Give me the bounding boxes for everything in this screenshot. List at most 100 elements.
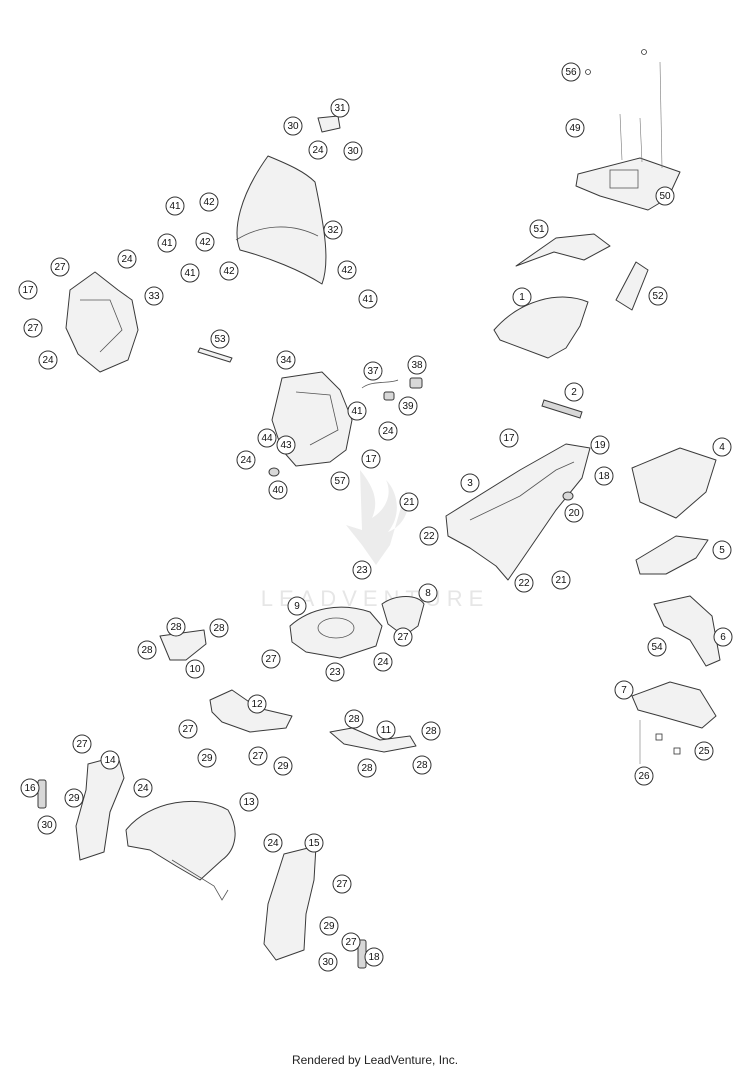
callout-circle [273,756,293,776]
bolt-3 [659,61,663,169]
callout-circle [614,680,634,700]
callout-label: 42 [199,237,211,248]
callout-17: 17 [18,280,38,300]
luggage-rack [575,157,681,211]
callout-circle [239,792,259,812]
callout-1: 1 [512,287,532,307]
callout-circle [512,287,532,307]
callout-24: 24 [378,421,398,441]
callout-label: 32 [327,225,339,236]
callout-24: 24 [263,833,283,853]
callout-circle [564,382,584,402]
callout-circle [72,734,92,754]
callout-39: 39 [398,396,418,416]
callout-circle [276,435,296,455]
callout-circle [330,471,350,491]
callout-label: 17 [22,285,34,296]
callout-10: 10 [185,659,205,679]
callout-label: 38 [411,360,423,371]
callout-4: 4 [712,437,732,457]
callout-7: 7 [614,680,634,700]
callout-circle [323,220,343,240]
callout-label: 11 [381,725,392,736]
callout-label: 30 [287,121,299,132]
callout-label: 10 [189,664,201,675]
callout-label: 24 [382,426,394,437]
callout-42: 42 [337,260,357,280]
callout-27: 27 [261,649,281,669]
callout-circle [304,833,324,853]
callout-21: 21 [399,492,419,512]
callout-circle [647,637,667,657]
callout-23: 23 [352,560,372,580]
footer-credit: Rendered by LeadVenture, Inc. [291,1053,459,1067]
callout-24: 24 [236,450,256,470]
callout-25: 25 [694,741,714,761]
callout-circle [287,596,307,616]
lower-bracket [631,681,717,729]
callout-label: 29 [323,921,335,932]
callout-label: 6 [720,632,726,643]
callout-circle [165,196,185,216]
rear-mudguard [445,443,591,581]
callout-circle [393,627,413,647]
wire [361,379,399,389]
callout-circle [499,428,519,448]
callout-24: 24 [117,249,137,269]
tail-bracket [635,535,709,575]
callout-41: 41 [347,401,367,421]
callout-24: 24 [308,140,328,160]
callout-label: 24 [240,455,252,466]
reflector-left [37,779,47,809]
callout-label: 37 [367,366,379,377]
callout-18: 18 [364,947,384,967]
grab-handle-right [615,261,649,311]
callout-label: 42 [341,265,353,276]
callout-circle [37,815,57,835]
callout-circle [529,219,549,239]
connector [409,377,423,389]
callout-circle [332,874,352,894]
callout-29: 29 [273,756,293,776]
callout-label: 24 [121,254,133,265]
callout-label: 27 [252,751,264,762]
parts [37,49,721,969]
callout-circle [50,257,70,277]
callout-30: 30 [343,141,363,161]
callout-circle [460,473,480,493]
callout-28: 28 [357,758,377,778]
callout-circle [268,480,288,500]
callout-label: 56 [565,67,577,78]
callout-24: 24 [38,350,58,370]
callout-24: 24 [373,652,393,672]
callout-label: 18 [368,952,380,963]
callout-label: 30 [41,820,53,831]
callout-label: 23 [329,667,341,678]
callout-label: 39 [402,401,414,412]
callout-13: 13 [239,792,259,812]
callout-circle [343,141,363,161]
watermark-logo [346,470,409,565]
callout-circle [565,118,585,138]
callout-label: 21 [403,497,415,508]
callout-29: 29 [197,748,217,768]
tail-cover [631,447,717,519]
license-bracket [653,595,721,667]
callout-56: 56 [561,62,581,82]
rubber-damper [562,491,574,501]
windshield-mount-line [235,226,319,241]
callout-circle [363,361,383,381]
callout-circle [514,573,534,593]
callout-label: 33 [148,291,160,302]
callout-label: 7 [621,685,627,696]
callout-16: 16 [20,778,40,798]
callout-circle [337,260,357,280]
headlight-mask-detail [80,299,123,353]
callout-label: 9 [294,601,300,612]
callout-label: 49 [569,123,581,134]
callout-circle [341,932,361,952]
callout-12: 12 [247,694,267,714]
callout-circle [100,750,120,770]
callout-circle [378,421,398,441]
bracket-left [159,629,207,661]
